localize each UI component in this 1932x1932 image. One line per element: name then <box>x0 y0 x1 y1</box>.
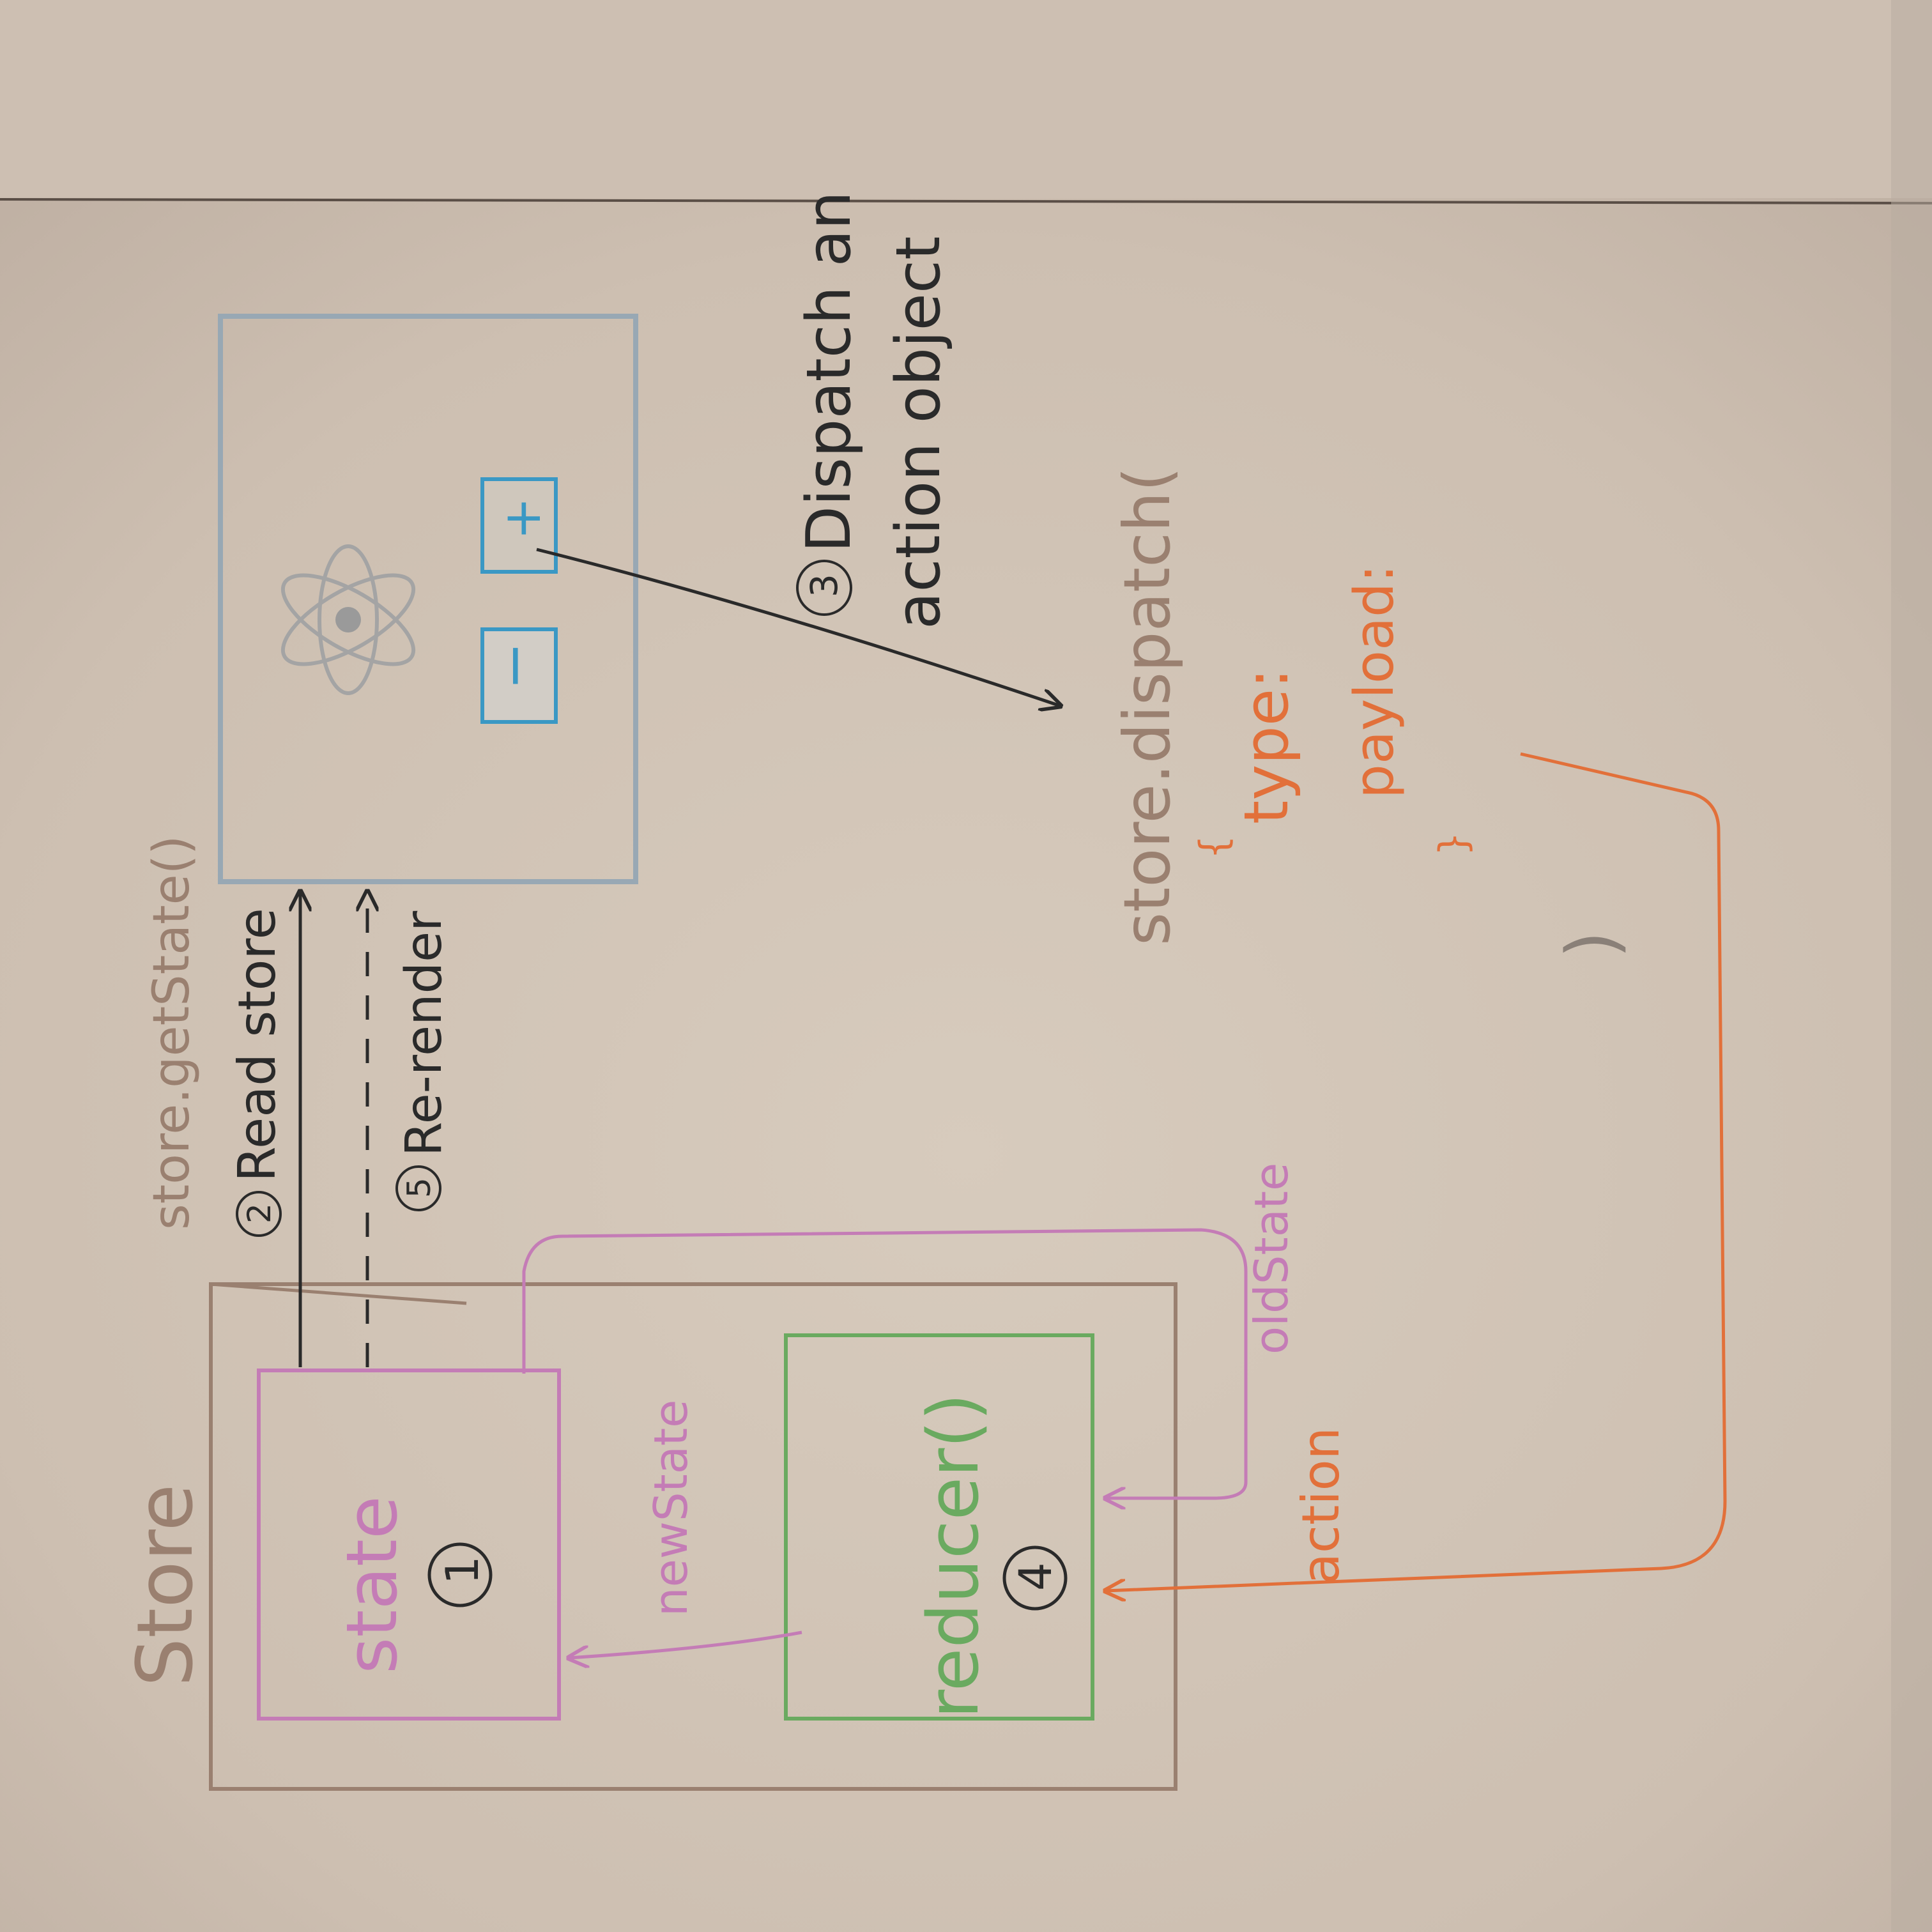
dispatch-label-line2: action object <box>884 236 954 629</box>
rerender-step-badge: 5 <box>395 1165 441 1211</box>
store-box <box>209 1282 1177 1791</box>
brace-open: { <box>1192 835 1236 859</box>
decrement-button-label: − <box>480 642 548 690</box>
action-arrow <box>1105 752 1727 1591</box>
dispatch-call-label: store.dispatch( <box>1110 467 1184 946</box>
svg-text:1: 1 <box>436 1556 489 1584</box>
old-state-label: oldState <box>1245 1163 1298 1354</box>
decrement-button[interactable]: − <box>480 627 558 724</box>
right-edge-shadow <box>1891 0 1932 1932</box>
svg-text:4: 4 <box>1009 1562 1062 1591</box>
new-state-label: newState <box>644 1400 698 1616</box>
reducer-box <box>784 1333 1094 1721</box>
paren-close: ) <box>1551 931 1633 958</box>
increment-button-label: + <box>493 497 552 540</box>
reducer-step-badge: 4 <box>1002 1545 1068 1611</box>
read-store-label: Read store <box>227 908 287 1182</box>
dispatch-label-line1: Dispatch an <box>794 191 864 553</box>
svg-text:5: 5 <box>401 1177 438 1198</box>
react-atom-icon <box>280 544 416 695</box>
brace-close: } <box>1431 832 1476 856</box>
state-box <box>257 1368 561 1721</box>
dispatch-arrow <box>536 548 1061 706</box>
whiteboard-top-edge <box>0 198 1932 204</box>
svg-text:2: 2 <box>241 1203 278 1223</box>
state-label: state <box>331 1496 413 1674</box>
payload-key: payload: <box>1343 564 1406 799</box>
reducer-label: reducer() <box>912 1393 994 1719</box>
action-label: action <box>1291 1427 1351 1584</box>
dispatch-step-badge: 3 <box>796 560 852 616</box>
whiteboard-surface <box>0 198 1932 1932</box>
read-store-step-badge: 2 <box>236 1191 282 1237</box>
state-step-badge: 1 <box>427 1542 493 1607</box>
new-state-arrow <box>569 1630 802 1658</box>
svg-text:3: 3 <box>802 574 846 597</box>
type-key: type: <box>1232 668 1302 824</box>
old-state-arrow <box>522 1228 1248 1498</box>
store-label: Store <box>121 1484 210 1687</box>
get-state-label: store.getState() <box>143 836 201 1230</box>
increment-button[interactable]: + <box>480 477 558 574</box>
rerender-label: Re-render <box>395 910 453 1156</box>
ui-component-box <box>218 314 638 884</box>
